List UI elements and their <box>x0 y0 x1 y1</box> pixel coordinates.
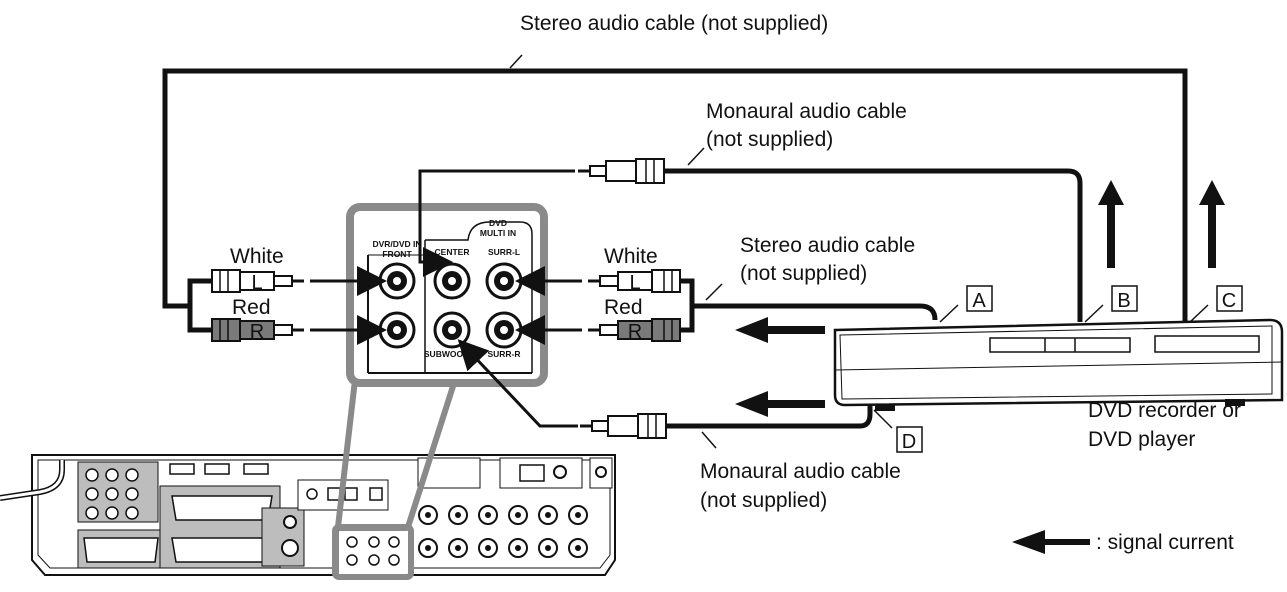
receiver-rear-panel <box>0 454 616 576</box>
dvr-dvd-in-label-2: FRONT <box>382 249 412 259</box>
terminal-c-label: C <box>1222 290 1236 312</box>
insertion-arrows <box>310 169 582 428</box>
plug-r-left-label: R <box>250 321 264 343</box>
mono-cable-bottom: Monaural audio cable (not supplied) <box>580 385 901 512</box>
jack-subwoofer <box>433 311 471 349</box>
mono-top-label-2: (not supplied) <box>706 128 833 151</box>
terminal-a-label: A <box>972 290 986 312</box>
terminal-a: A <box>939 285 993 323</box>
dvd-multi-in-label-2: MULTI IN <box>480 228 516 238</box>
stereo-top-label: Stereo audio cable (not supplied) <box>520 12 828 35</box>
stereo-cable-mid: Stereo audio cable (not supplied) <box>680 234 938 333</box>
terminal-c: C <box>1189 285 1243 323</box>
left-plug-red: R <box>211 318 304 343</box>
plug-r-right-label: R <box>628 321 642 343</box>
surr-r-label: SURR-R <box>487 349 520 359</box>
signal-arrows <box>735 180 1225 554</box>
dvd-multi-in-panel: DVD MULTI IN DVR/DVD IN FRONT CENTER SUR… <box>367 218 533 374</box>
center-label: CENTER <box>435 247 470 257</box>
jack-center <box>433 262 471 300</box>
jack-front-r <box>378 311 416 349</box>
plug-l-left-label: L <box>251 272 262 294</box>
right-plug-red: R <box>588 318 681 343</box>
red-right-label: Red <box>604 296 643 319</box>
jack-surr-l <box>485 262 523 300</box>
mono-bottom-label-1: Monaural audio cable <box>700 460 901 483</box>
right-plug-white: L <box>588 269 681 294</box>
terminal-b-label: B <box>1117 290 1130 312</box>
terminal-d: D <box>873 409 923 453</box>
mono-cable-top: Monaural audio cable (not supplied) <box>578 100 1083 322</box>
legend-label: : signal current <box>1096 531 1234 554</box>
subwoofer-label: SUBWOOFER <box>424 349 480 359</box>
dvd-recorder <box>833 318 1284 411</box>
jack-surr-r <box>485 311 523 349</box>
device-label-2: DVD player <box>1088 428 1195 451</box>
dvr-dvd-in-label-1: DVR/DVD IN <box>372 239 421 249</box>
red-left-label: Red <box>232 296 271 319</box>
terminal-b: B <box>1084 285 1138 323</box>
white-left-label: White <box>230 245 284 268</box>
left-plug-white: L <box>211 269 304 294</box>
stereo-cable-top: Stereo audio cable (not supplied) <box>162 12 1188 333</box>
stereo-mid-label-1: Stereo audio cable <box>740 234 915 257</box>
dvd-multi-in-label-1: DVD <box>489 218 507 228</box>
stereo-mid-label-2: (not supplied) <box>740 262 867 285</box>
mono-bottom-label-2: (not supplied) <box>700 489 827 512</box>
plug-l-right-label: L <box>629 272 640 294</box>
white-right-label: White <box>604 245 658 268</box>
terminal-d-label: D <box>902 431 916 453</box>
mono-top-label-1: Monaural audio cable <box>706 100 907 123</box>
jack-front-l <box>378 262 416 300</box>
device-label-1: DVD recorder or <box>1088 399 1241 422</box>
surr-l-label: SURR-L <box>488 247 520 257</box>
